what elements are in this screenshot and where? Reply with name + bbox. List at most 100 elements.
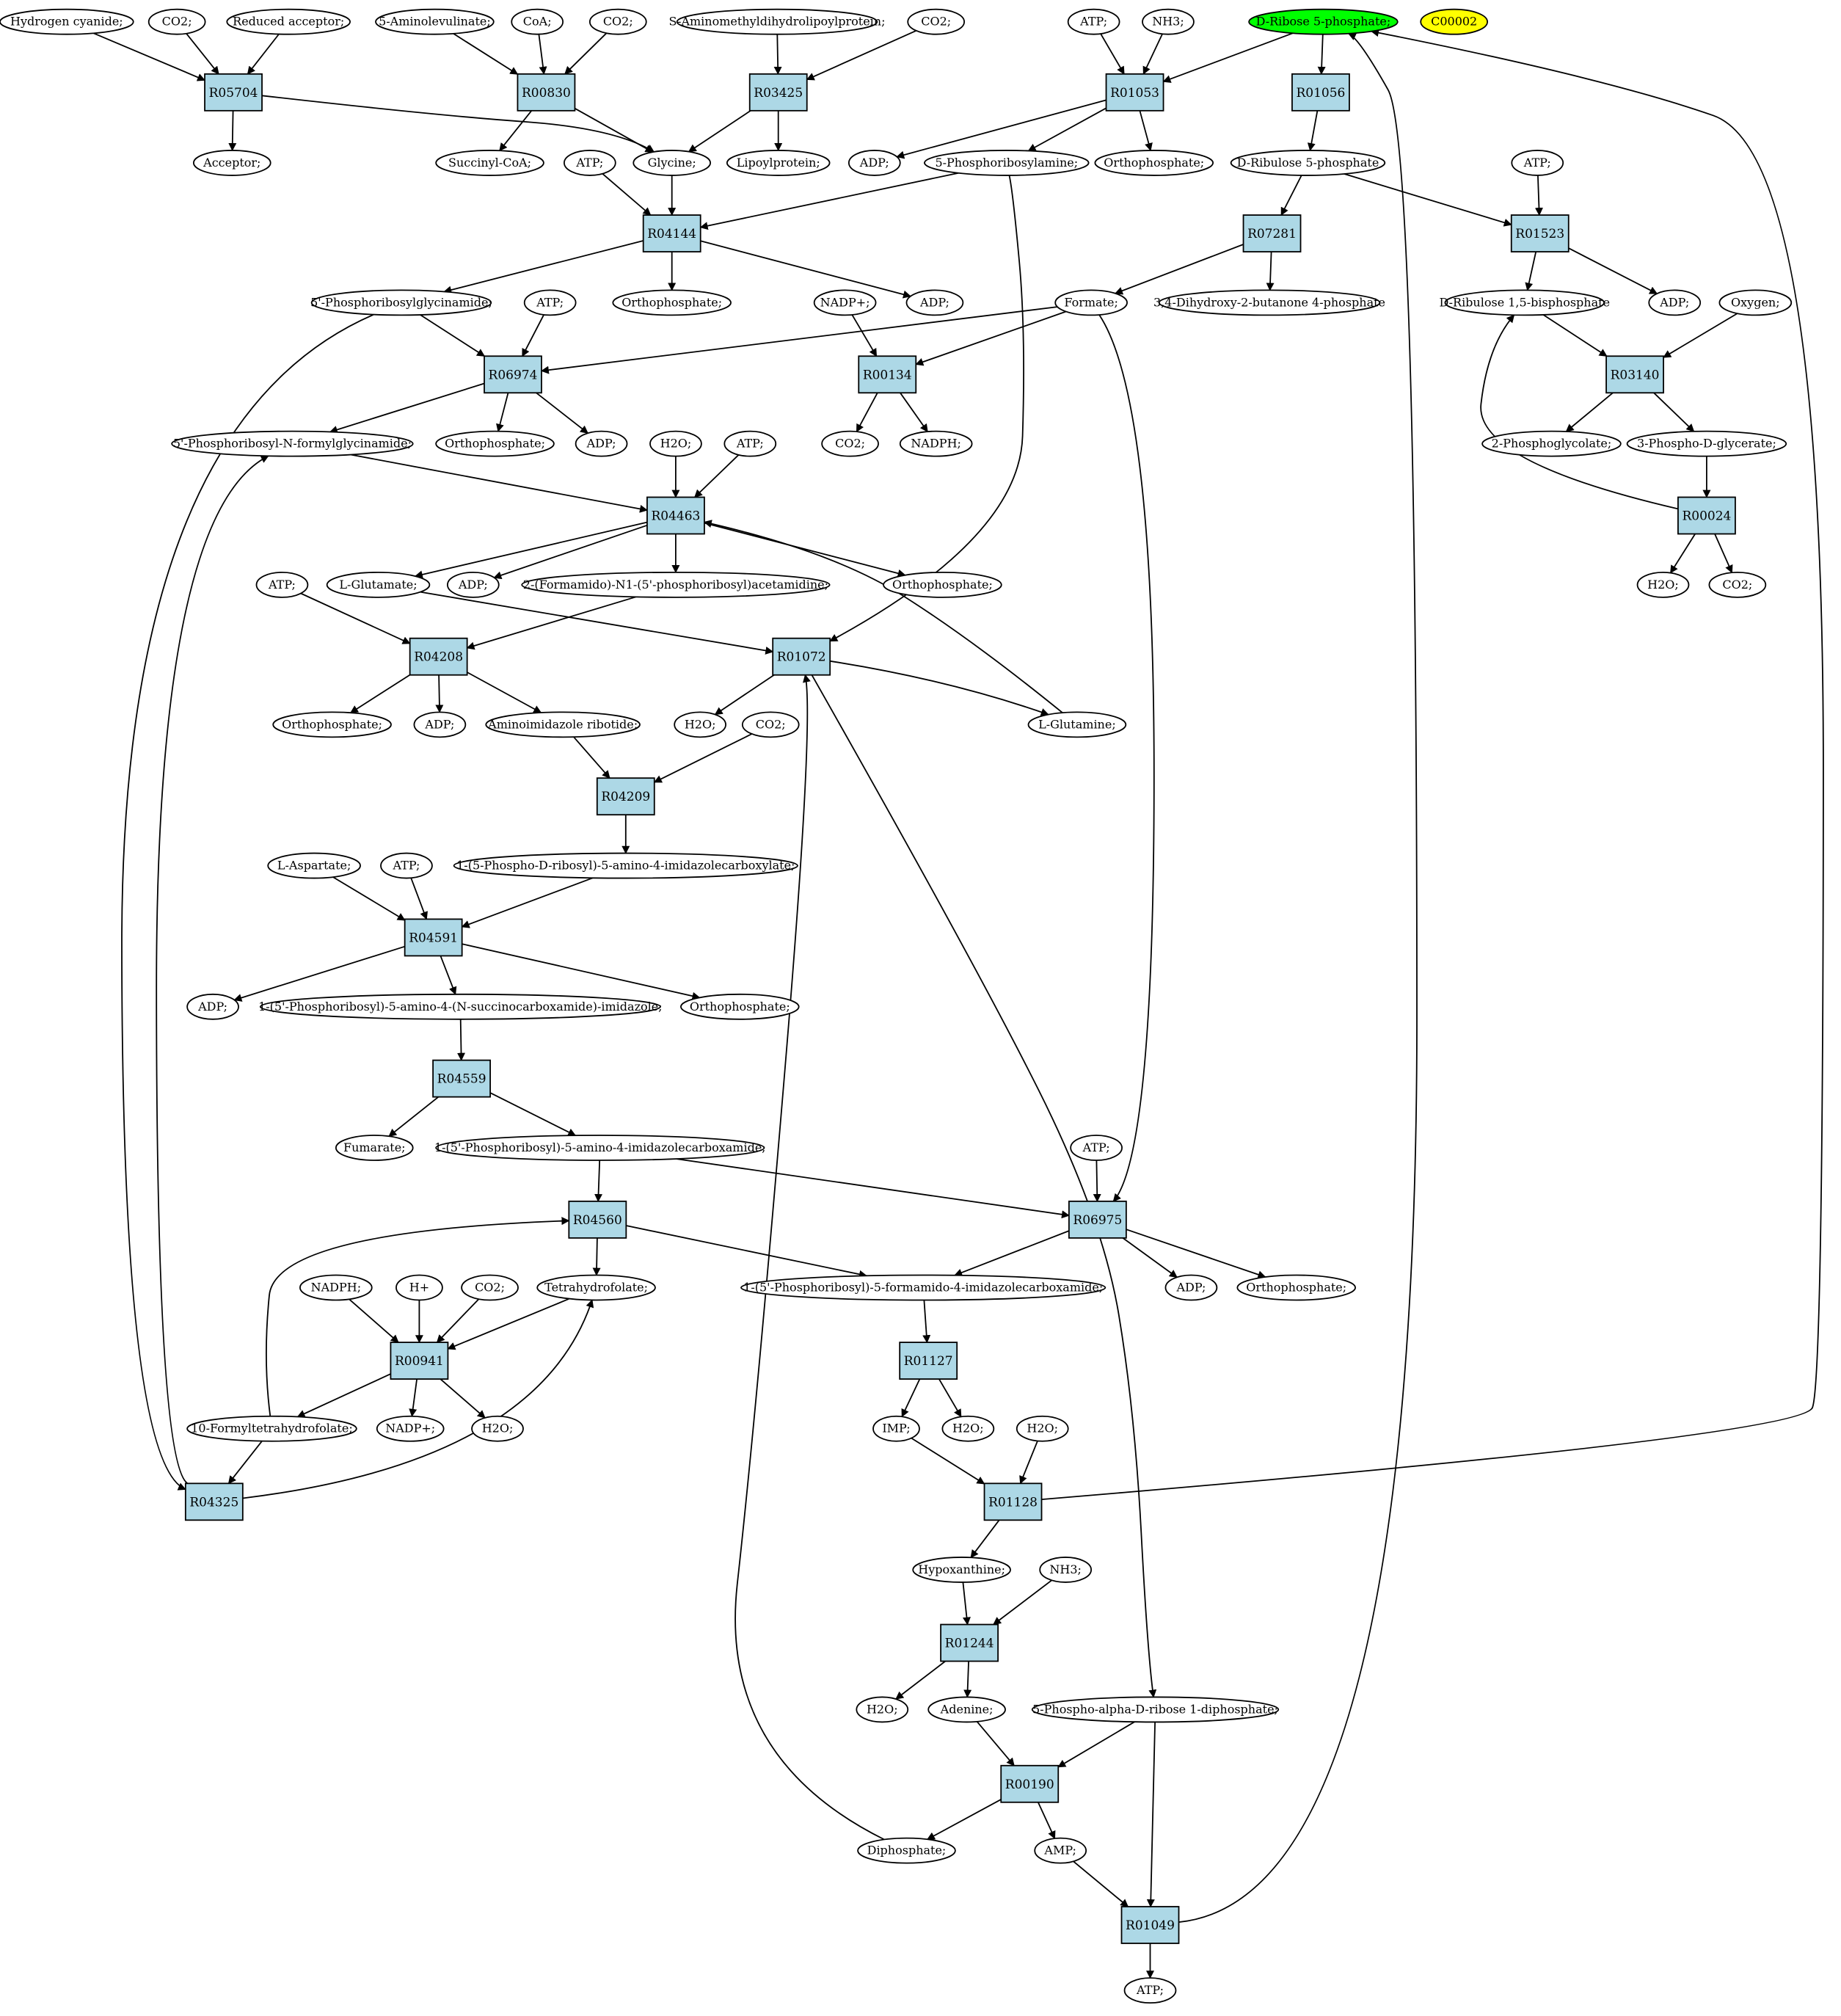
reaction-node[interactable]: R01523 (1510, 214, 1570, 252)
reaction-node[interactable]: R04325 (184, 1482, 244, 1521)
reaction-node[interactable]: R01127 (899, 1342, 958, 1380)
compound-node[interactable]: 1-(5'-Phosphoribosyl)-5-formamido-4-imid… (740, 1274, 1107, 1301)
compound-node[interactable]: ATP; (723, 430, 777, 457)
compound-node[interactable]: Hydrogen cyanide; (0, 8, 134, 35)
compound-node[interactable]: ATP; (1123, 1977, 1177, 2004)
compound-node[interactable]: CO2; (461, 1274, 519, 1301)
compound-node[interactable]: Formate; (1054, 289, 1128, 316)
compound-node[interactable]: CO2; (1708, 571, 1767, 598)
compound-node[interactable]: Orthophosphate; (680, 993, 800, 1020)
compound-node[interactable]: H2O; (674, 711, 726, 738)
reaction-node[interactable]: R00134 (858, 355, 917, 394)
compound-node[interactable]: 1-(5'-Phosphoribosyl)-5-amino-4-imidazol… (434, 1135, 766, 1161)
compound-node[interactable]: Adenine; (927, 1696, 1006, 1723)
compound-node[interactable]: NH3; (1142, 8, 1195, 35)
compound-node[interactable]: ADP; (847, 150, 901, 176)
compound-node[interactable]: 1-(5-Phospho-D-ribosyl)-5-amino-4-imidaz… (453, 852, 798, 879)
compound-node[interactable]: 10-Formyltetrahydrofolate; (186, 1415, 357, 1442)
compound-node[interactable]: 5'-Phosphoribosylglycinamide; (310, 289, 492, 316)
compound-node[interactable]: ATP; (1511, 150, 1564, 176)
reaction-node[interactable]: R03140 (1605, 355, 1664, 394)
compound-node[interactable]: 2-Phosphoglycolate; (1481, 430, 1622, 457)
compound-node[interactable]: Tetrahydrofolate; (536, 1274, 656, 1301)
reaction-node[interactable]: R06974 (484, 355, 542, 394)
compound-node[interactable]: L-Glutamate; (326, 571, 431, 598)
compound-node[interactable]: ATP; (523, 289, 577, 316)
reaction-node[interactable]: R04463 (646, 496, 705, 535)
compound-node[interactable]: ADP; (905, 289, 964, 316)
reaction-node[interactable]: R04209 (596, 777, 655, 816)
compound-node[interactable]: H+ (395, 1274, 443, 1301)
compound-node[interactable]: NH3; (1039, 1557, 1093, 1583)
compound-node[interactable]: 3,4-Dihydroxy-2-butanone 4-phosphate (1153, 289, 1385, 316)
compound-node[interactable]: NADP+; (813, 289, 877, 316)
compound-node[interactable]: AMP; (1034, 1837, 1087, 1864)
reaction-node[interactable]: R04208 (409, 637, 468, 676)
reaction-node[interactable]: R01244 (940, 1623, 999, 1662)
reaction-node[interactable]: R00190 (1000, 1764, 1060, 1803)
compound-node[interactable]: D-Ribulose 1,5-bisphosphate (1439, 289, 1610, 316)
compound-node[interactable]: Aminoimidazole ribotide; (485, 711, 641, 738)
compound-node[interactable]: H2O; (1016, 1415, 1069, 1442)
compound-node[interactable]: NADPH; (299, 1274, 373, 1301)
compound-node[interactable]: Orthophosphate; (1236, 1274, 1357, 1301)
compound-node[interactable]: Acceptor; (192, 150, 271, 176)
compound-node[interactable]: C00002 (1420, 8, 1488, 35)
compound-node[interactable]: NADP+; (376, 1415, 445, 1442)
reaction-node[interactable]: R05704 (204, 73, 263, 112)
compound-node[interactable]: S-Aminomethyldihydrolipoylprotein; (668, 8, 885, 35)
compound-node[interactable]: L-Aspartate; (267, 852, 361, 879)
compound-node[interactable]: ATP; (563, 150, 616, 176)
compound-node[interactable]: Diphosphate; (857, 1837, 956, 1864)
compound-node[interactable]: Orthophosphate; (612, 289, 732, 316)
compound-node[interactable]: ADP; (186, 993, 239, 1020)
compound-node[interactable]: ADP; (1164, 1274, 1218, 1301)
compound-node[interactable]: H2O; (856, 1696, 909, 1723)
compound-node[interactable]: 5-Phospho-alpha-D-ribose 1-diphosphate; (1031, 1696, 1280, 1723)
compound-node[interactable]: 3-Phospho-D-glycerate; (1626, 430, 1787, 457)
compound-node[interactable]: Succinyl-CoA; (435, 150, 544, 176)
compound-node[interactable]: NADPH; (899, 430, 973, 457)
reaction-node[interactable]: R04560 (568, 1200, 627, 1239)
compound-node[interactable]: 2-(Formamido)-N1-(5'-phosphoribosyl)acet… (521, 571, 831, 598)
compound-node[interactable]: Orthophosphate; (272, 711, 392, 738)
reaction-node[interactable]: R01049 (1120, 1906, 1180, 1944)
reaction-node[interactable]: R01072 (772, 637, 831, 676)
compound-node[interactable]: Hypoxanthine; (912, 1557, 1011, 1583)
compound-node[interactable]: Glycine; (632, 150, 712, 176)
compound-node[interactable]: ADP; (575, 430, 628, 457)
compound-node[interactable]: L-Glutamine; (1027, 711, 1127, 738)
compound-node[interactable]: ADP; (446, 571, 500, 598)
compound-node[interactable]: CO2; (588, 8, 647, 35)
compound-node[interactable]: Reduced acceptor; (226, 8, 351, 35)
compound-node[interactable]: Oxygen; (1718, 289, 1793, 316)
compound-node[interactable]: ATP; (1067, 8, 1120, 35)
compound-node[interactable]: Orthophosphate; (435, 430, 555, 457)
compound-node[interactable]: Fumarate; (335, 1135, 414, 1161)
reaction-node[interactable]: R04591 (404, 918, 463, 957)
compound-node[interactable]: CO2; (821, 430, 879, 457)
compound-node[interactable]: H2O; (1636, 571, 1690, 598)
compound-node[interactable]: ATP; (255, 571, 309, 598)
reaction-node[interactable]: R00941 (390, 1342, 449, 1380)
compound-node[interactable]: ADP; (1648, 289, 1702, 316)
reaction-node[interactable]: R00830 (517, 73, 576, 112)
reaction-node[interactable]: R06975 (1068, 1200, 1127, 1239)
compound-node[interactable]: 5-Aminolevulinate; (375, 8, 495, 35)
reaction-node[interactable]: R01128 (983, 1482, 1043, 1521)
compound-node[interactable]: 5-Phosphoribosylamine; (924, 150, 1090, 176)
compound-node[interactable]: ATP; (1070, 1135, 1123, 1161)
reaction-node[interactable]: R00024 (1677, 496, 1736, 535)
compound-node[interactable]: CO2; (907, 8, 966, 35)
compound-node[interactable]: CO2; (147, 8, 206, 35)
compound-node[interactable]: ATP; (380, 852, 433, 879)
compound-node[interactable]: CO2; (741, 711, 800, 738)
compound-node[interactable]: Orthophosphate; (1094, 150, 1214, 176)
compound-node[interactable]: 5'-Phosphoribosyl-N-formylglycinamide; (171, 430, 414, 457)
compound-node[interactable]: D-Ribose 5-phosphate; (1248, 8, 1399, 35)
reaction-node[interactable]: R07281 (1242, 214, 1302, 252)
compound-node[interactable]: IMP; (872, 1415, 920, 1442)
reaction-node[interactable]: R01053 (1105, 73, 1164, 112)
compound-node[interactable]: CoA; (511, 8, 564, 35)
compound-node[interactable]: D-Ribulose 5-phosphate (1230, 150, 1386, 176)
